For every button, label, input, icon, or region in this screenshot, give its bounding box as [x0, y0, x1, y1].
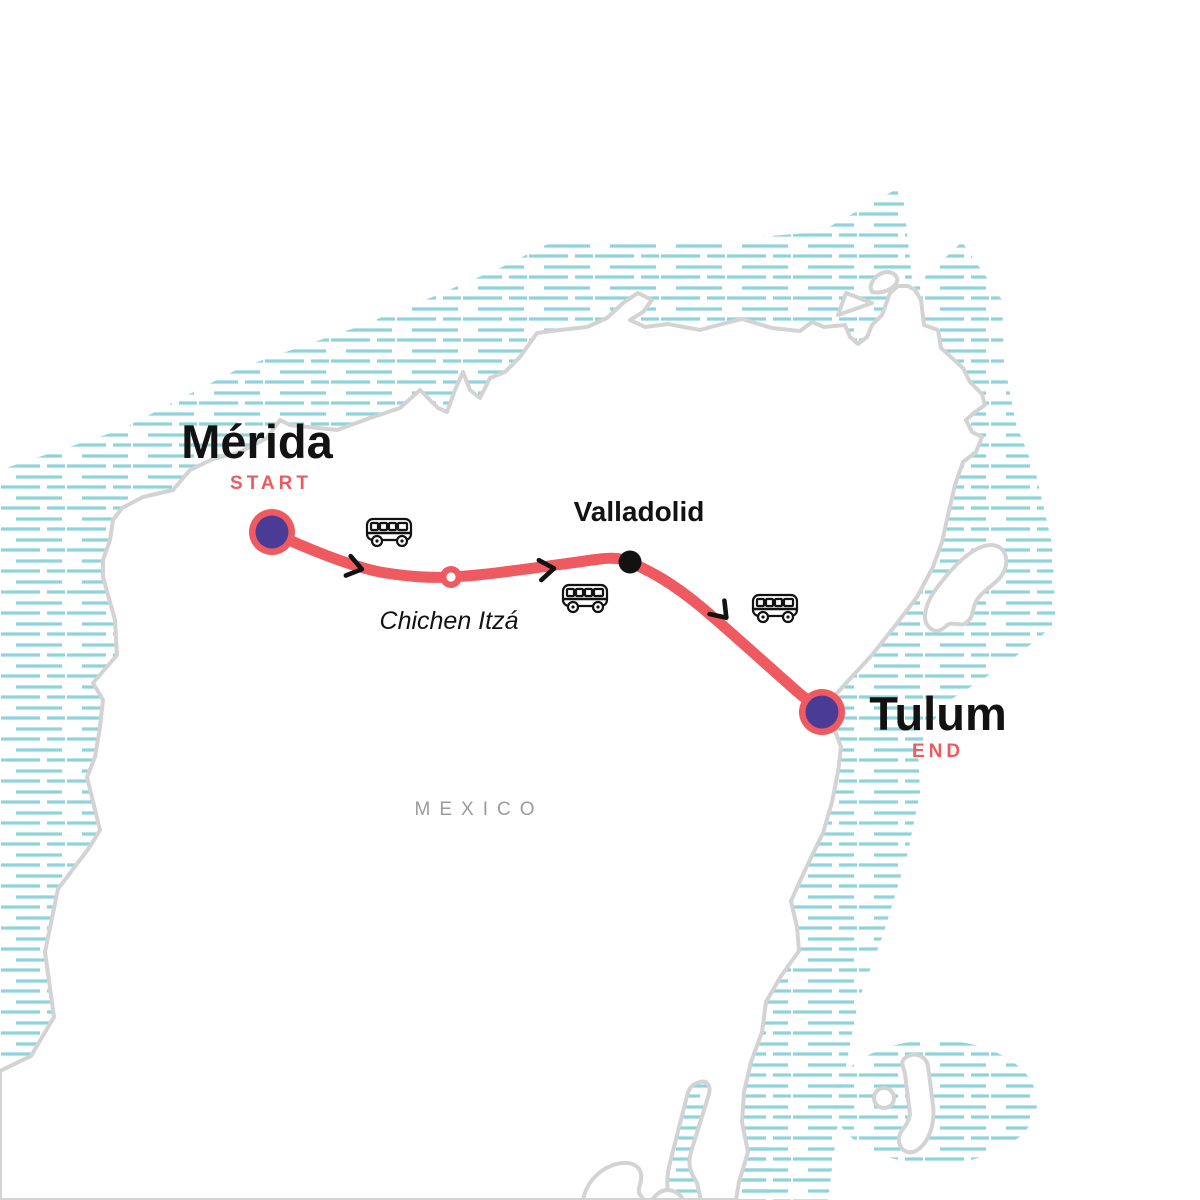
end-marker-tulum [799, 689, 845, 735]
end-badge: END [912, 741, 964, 762]
city-label-valladolid: Valladolid [574, 496, 705, 527]
island-cozumel [923, 543, 1009, 633]
island-teardrop [868, 270, 900, 295]
stop-labels: Mérida START Chichen Itzá Valladolid Tul… [181, 415, 1007, 762]
water-hatch-gulf [0, 186, 913, 1071]
start-marker-merida [249, 509, 295, 555]
waypoint-marker-chichen-itza [440, 566, 462, 588]
water-hatch-caribbean [736, 242, 1056, 1200]
reef-islet [872, 1086, 896, 1110]
start-badge: START [230, 473, 312, 494]
region-label: MEXICO [415, 799, 544, 820]
reef-hook [896, 1052, 936, 1155]
shore-blob [581, 1160, 646, 1200]
shore-blob-small [650, 1188, 685, 1200]
water-hatch-reef-bank [833, 1040, 1037, 1164]
lagoon-strip [665, 1079, 712, 1200]
city-label-merida: Mérida [181, 415, 333, 468]
coastline-details [581, 270, 1009, 1200]
city-label-tulum: Tulum [869, 687, 1007, 740]
island-triangle [836, 291, 874, 317]
stop-markers [249, 509, 845, 735]
coastline-peninsula [0, 284, 987, 1200]
site-label-chichen-itza: Chichen Itzá [380, 607, 519, 635]
stop-marker-valladolid [618, 550, 642, 574]
